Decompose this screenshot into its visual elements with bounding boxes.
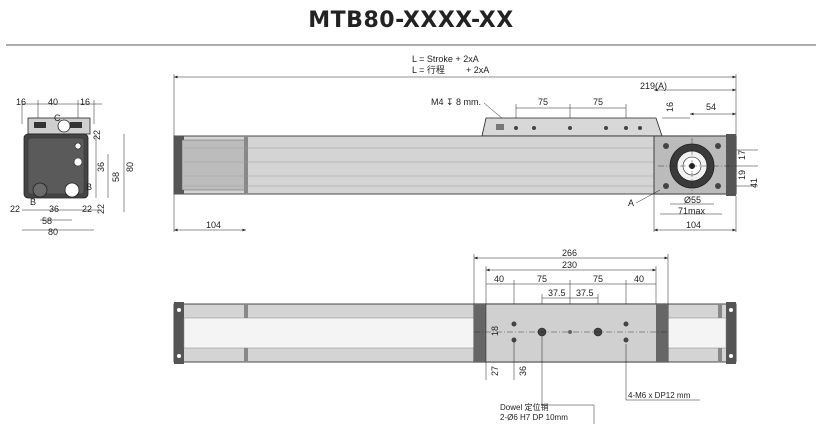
side-motor-max: 71max: [678, 206, 706, 216]
side-diameter: Ø55: [684, 195, 701, 205]
end-slot-left: [34, 122, 46, 128]
end-label-b-left: B: [30, 197, 36, 207]
top-endcap-left: [174, 302, 184, 364]
top-spacing-75-a: 75: [537, 274, 547, 284]
top-dim-36: 36: [518, 366, 528, 376]
side-dim-19: 19: [737, 170, 747, 180]
top-carriage-end-right: [656, 304, 668, 362]
side-dim-54: 54: [706, 102, 716, 112]
end-right-dim-22-bottom: 22: [96, 204, 106, 214]
top-endcap-right: [726, 302, 736, 364]
end-slot-right: [70, 122, 82, 128]
top-spacing-37-a: 37.5: [548, 288, 566, 298]
side-dim-219: 219(A): [640, 81, 667, 91]
end-view: 16 40 16 C B B 22 36 22 58 80 22 36 22 5: [10, 97, 135, 237]
top-dim-266: 266: [562, 248, 577, 258]
top-dim-18: 18: [490, 326, 500, 336]
side-dim-17: 17: [737, 150, 747, 160]
end-height-58: 58: [111, 172, 121, 182]
end-height-80: 80: [125, 162, 135, 172]
side-body: [173, 135, 737, 195]
end-bottom-dim-36: 36: [49, 204, 59, 214]
end-right-dim-36: 36: [96, 162, 106, 172]
side-right-104: 104: [686, 220, 701, 230]
side-spacing-75-b: 75: [593, 97, 603, 107]
side-label-a: A: [628, 198, 634, 208]
end-bottom-dim-22-right: 22: [82, 204, 92, 214]
top-spacing-37-b: 37.5: [576, 288, 594, 298]
end-hole-bl: [32, 182, 48, 198]
top-dowel-spec: 2-Ø6 H7 DP 10mm: [500, 413, 568, 422]
end-width-58: 58: [42, 216, 52, 226]
side-left-104: 104: [206, 220, 221, 230]
side-dim-16: 16: [665, 102, 675, 112]
side-carriage: [481, 117, 663, 137]
top-spacing-40-b: 40: [634, 274, 644, 284]
formula-en: L = Stroke + 2xA: [412, 54, 479, 64]
top-dim-27: 27: [490, 366, 500, 376]
end-width-80: 80: [48, 227, 58, 237]
top-thread-spec: 4-M6 x DP12 mm: [628, 391, 691, 400]
top-carriage-end-left: [474, 304, 486, 362]
end-label-c: C: [54, 113, 61, 123]
end-bottom-dim-22-left: 22: [10, 204, 20, 214]
end-label-b-right: B: [86, 182, 92, 192]
end-hole-br: [64, 182, 80, 198]
end-top-dim-16-right: 16: [80, 97, 90, 107]
end-top-dim-40: 40: [48, 97, 58, 107]
side-endcap-left: [174, 136, 184, 194]
top-spacing-75-b: 75: [593, 274, 603, 284]
formula-zh-rest: + 2xA: [466, 65, 489, 75]
top-spacing-40-a: 40: [494, 274, 504, 284]
formula-zh-label: L = 行程: [412, 64, 445, 75]
side-spacing-75-a: 75: [538, 97, 548, 107]
side-dim-41: 41: [749, 178, 759, 188]
page-title: MTB80-XXXX-XX: [308, 8, 514, 33]
top-dim-230: 230: [562, 260, 577, 270]
top-dowel-note: Dowel 定位销: [500, 402, 548, 412]
side-screw-note: M4 ↧ 8 mm.: [431, 97, 481, 107]
end-top-dim-16-left: 16: [16, 97, 26, 107]
top-view: 266 230 40 75 75 40 37.5 37.5: [173, 248, 737, 424]
side-view: L = Stroke + 2xA L = 行程 + 2xA 219(A) 75 …: [173, 54, 759, 232]
end-right-dim-22-top: 22: [92, 130, 102, 140]
side-endcap-right: [726, 134, 736, 196]
